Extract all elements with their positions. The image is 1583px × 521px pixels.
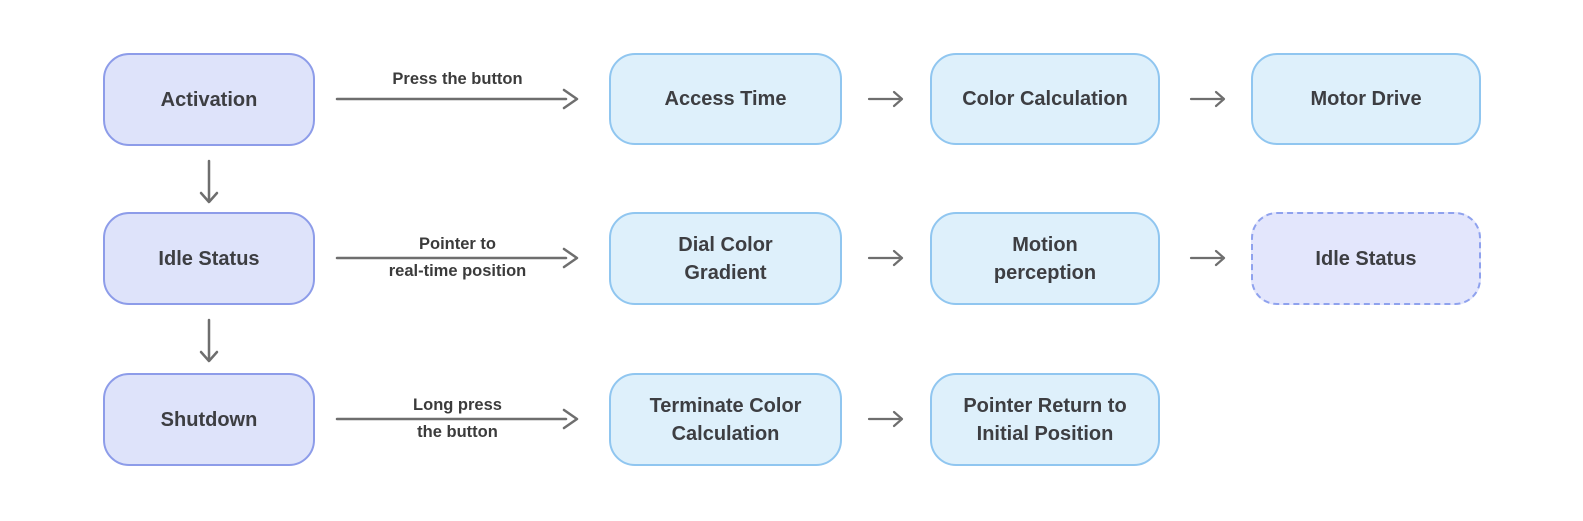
arrow-activation-to-idle-status — [199, 159, 219, 204]
node-dial-color-gradient-label: Dial Color Gradient — [678, 233, 773, 284]
node-idle-status: Idle Status — [103, 212, 315, 305]
node-idle-status-label: Idle Status — [158, 247, 260, 270]
node-color-calculation: Color Calculation — [930, 53, 1160, 145]
node-pointer-return-to-initial-position: Pointer Return to Initial Position — [930, 373, 1160, 466]
node-activation: Activation — [103, 53, 315, 146]
node-motor-drive: Motor Drive — [1251, 53, 1481, 145]
node-idle-status-end-label: Idle Status — [1315, 247, 1417, 270]
edge-label-long-press-the-button: Long press the button — [413, 396, 502, 441]
arrow-color-calculation-to-motor-drive — [1189, 90, 1226, 108]
edge-label-pointer-to-realtime-position: Pointer to real-time position — [388, 235, 527, 280]
node-shutdown-label: Shutdown — [160, 408, 258, 431]
node-terminate-color-calculation: Terminate Color Calculation — [609, 373, 842, 466]
node-dial-color-gradient: Dial Color Gradient — [609, 212, 842, 305]
node-access-time: Access Time — [609, 53, 842, 145]
arrow-access-time-to-color-calculation — [867, 90, 904, 108]
arrow-terminate-to-pointer-return — [867, 410, 904, 428]
node-activation-label: Activation — [160, 88, 258, 111]
node-color-calculation-label: Color Calculation — [962, 88, 1128, 110]
node-shutdown: Shutdown — [103, 373, 315, 466]
node-motor-drive-label: Motor Drive — [1310, 88, 1422, 110]
arrow-motion-perception-to-idle-status-end — [1189, 249, 1226, 267]
node-motion-perception: Motion perception — [930, 212, 1160, 305]
arrow-idle-status-to-shutdown — [199, 318, 219, 363]
node-idle-status-end: Idle Status — [1251, 212, 1481, 305]
node-pointer-return-label: Pointer Return to Initial Position — [963, 394, 1127, 445]
node-terminate-color-calculation-label: Terminate Color Calculation — [649, 394, 802, 445]
node-motion-perception-label: Motion perception — [993, 233, 1097, 284]
node-access-time-label: Access Time — [664, 88, 787, 110]
edge-label-press-the-button: Press the button — [392, 70, 523, 88]
arrow-dial-color-gradient-to-motion-perception — [867, 249, 904, 267]
